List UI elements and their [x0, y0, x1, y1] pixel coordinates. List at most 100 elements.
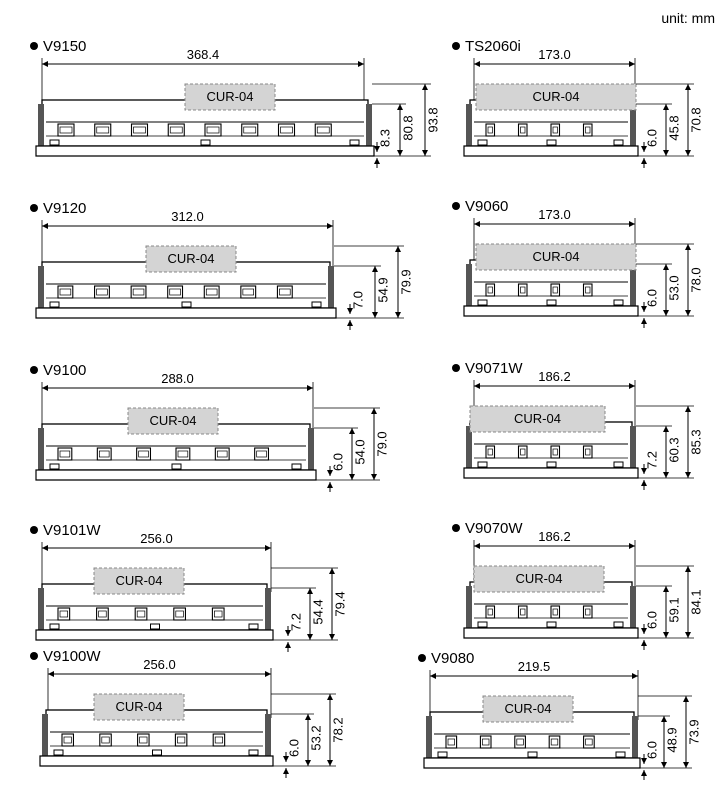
width-value: 256.0 — [143, 657, 176, 672]
arrowhead-icon — [349, 428, 355, 434]
arrowhead-icon — [474, 543, 480, 549]
port-connector — [61, 733, 74, 747]
model-title: V9080 — [418, 650, 474, 667]
depth-value: 48.9 — [664, 727, 679, 752]
mounting-hole — [477, 461, 488, 468]
arrowhead-icon — [685, 244, 691, 250]
arrowhead-icon — [685, 406, 691, 412]
arrowhead-icon — [42, 223, 48, 229]
arrowhead-icon — [422, 150, 428, 156]
arrowhead-icon — [663, 426, 669, 432]
arrowhead-icon — [395, 246, 401, 252]
port-connector — [517, 283, 528, 297]
arrowhead-icon — [683, 762, 689, 768]
model-name: V9060 — [465, 198, 509, 215]
port-connector — [99, 733, 112, 747]
arrowhead-icon — [372, 312, 378, 318]
arrowhead-icon — [371, 474, 377, 480]
module-label: CUR-04 — [116, 699, 163, 714]
model-title: V9100W — [30, 648, 101, 665]
module-label: CUR-04 — [533, 249, 580, 264]
model-name: V9100W — [43, 648, 101, 665]
port-connector — [204, 123, 222, 137]
port-connector — [94, 123, 112, 137]
arrowhead-icon — [307, 588, 313, 594]
mounting-hole — [53, 749, 64, 756]
port-connector — [57, 123, 75, 137]
port-connector — [96, 607, 109, 621]
port-connector — [137, 733, 150, 747]
port-connector — [550, 605, 561, 619]
mounting-hole — [546, 139, 557, 146]
mounting-hole — [527, 751, 538, 758]
cur-04-module: CUR-04 — [475, 243, 637, 271]
arrowhead-icon — [685, 472, 691, 478]
total-height-value: 70.8 — [688, 107, 703, 132]
width-value: 256.0 — [140, 531, 173, 546]
total-height-value: 84.1 — [688, 589, 703, 614]
port-connector — [583, 735, 595, 749]
thickness-value: 6.0 — [644, 741, 659, 759]
port-connector — [582, 605, 593, 619]
width-value: 173.0 — [538, 47, 571, 62]
module-label: CUR-04 — [514, 411, 561, 426]
arrowhead-icon — [474, 221, 480, 227]
bullet-icon — [452, 202, 460, 210]
mounting-hole — [49, 463, 60, 470]
cur-04-module: CUR-04 — [145, 245, 237, 273]
bullet-icon — [452, 42, 460, 50]
port-connector — [485, 445, 496, 459]
arrowhead-icon — [397, 150, 403, 156]
arrowhead-icon — [474, 61, 480, 67]
arrowhead-icon — [663, 104, 669, 110]
port-connector — [173, 607, 187, 621]
model-title: V9101W — [30, 522, 101, 539]
model-title: TS2060i — [452, 38, 521, 55]
unit-label: unit: mm — [661, 10, 715, 26]
bullet-icon — [418, 654, 426, 662]
model-name: V9101W — [43, 522, 101, 539]
total-height-value: 79.0 — [374, 431, 389, 456]
module-label: CUR-04 — [516, 571, 563, 586]
model-name: V9080 — [431, 650, 475, 667]
thickness-value: 6.0 — [286, 739, 301, 757]
port-connector — [582, 445, 593, 459]
arrowhead-icon — [629, 61, 635, 67]
model-title: V9071W — [452, 360, 523, 377]
mounting-hole — [546, 299, 557, 306]
arrowhead-icon — [629, 383, 635, 389]
width-value: 312.0 — [171, 209, 204, 224]
depth-value: 45.8 — [666, 115, 681, 140]
arrowhead-icon — [663, 310, 669, 316]
port-connector — [485, 605, 496, 619]
width-value: 173.0 — [538, 207, 571, 222]
port-connector — [550, 123, 561, 137]
model-name: V9150 — [43, 38, 87, 55]
mounting-hole — [477, 139, 488, 146]
arrowhead-icon — [265, 545, 271, 551]
depth-value: 80.8 — [400, 115, 415, 140]
mounting-hole — [248, 623, 259, 630]
mounting-hole — [291, 463, 302, 470]
thickness-value: 6.0 — [644, 611, 659, 629]
total-height-value: 85.3 — [688, 429, 703, 454]
port-connector — [445, 735, 458, 749]
mounting-hole — [546, 461, 557, 468]
cur-04-module: CUR-04 — [93, 567, 185, 595]
arrowhead-icon — [372, 266, 378, 272]
module-label: CUR-04 — [533, 89, 580, 104]
module-label: CUR-04 — [505, 701, 552, 716]
depth-value: 59.1 — [666, 597, 681, 622]
port-connector — [167, 123, 185, 137]
thickness-value: 7.0 — [350, 291, 365, 309]
total-height-value: 79.4 — [332, 591, 347, 616]
port-connector — [485, 123, 496, 137]
arrowhead-icon — [663, 632, 669, 638]
mounting-hole — [349, 139, 360, 146]
total-height-value: 78.0 — [688, 267, 703, 292]
arrowhead-icon — [685, 310, 691, 316]
mounting-hole — [150, 623, 160, 630]
